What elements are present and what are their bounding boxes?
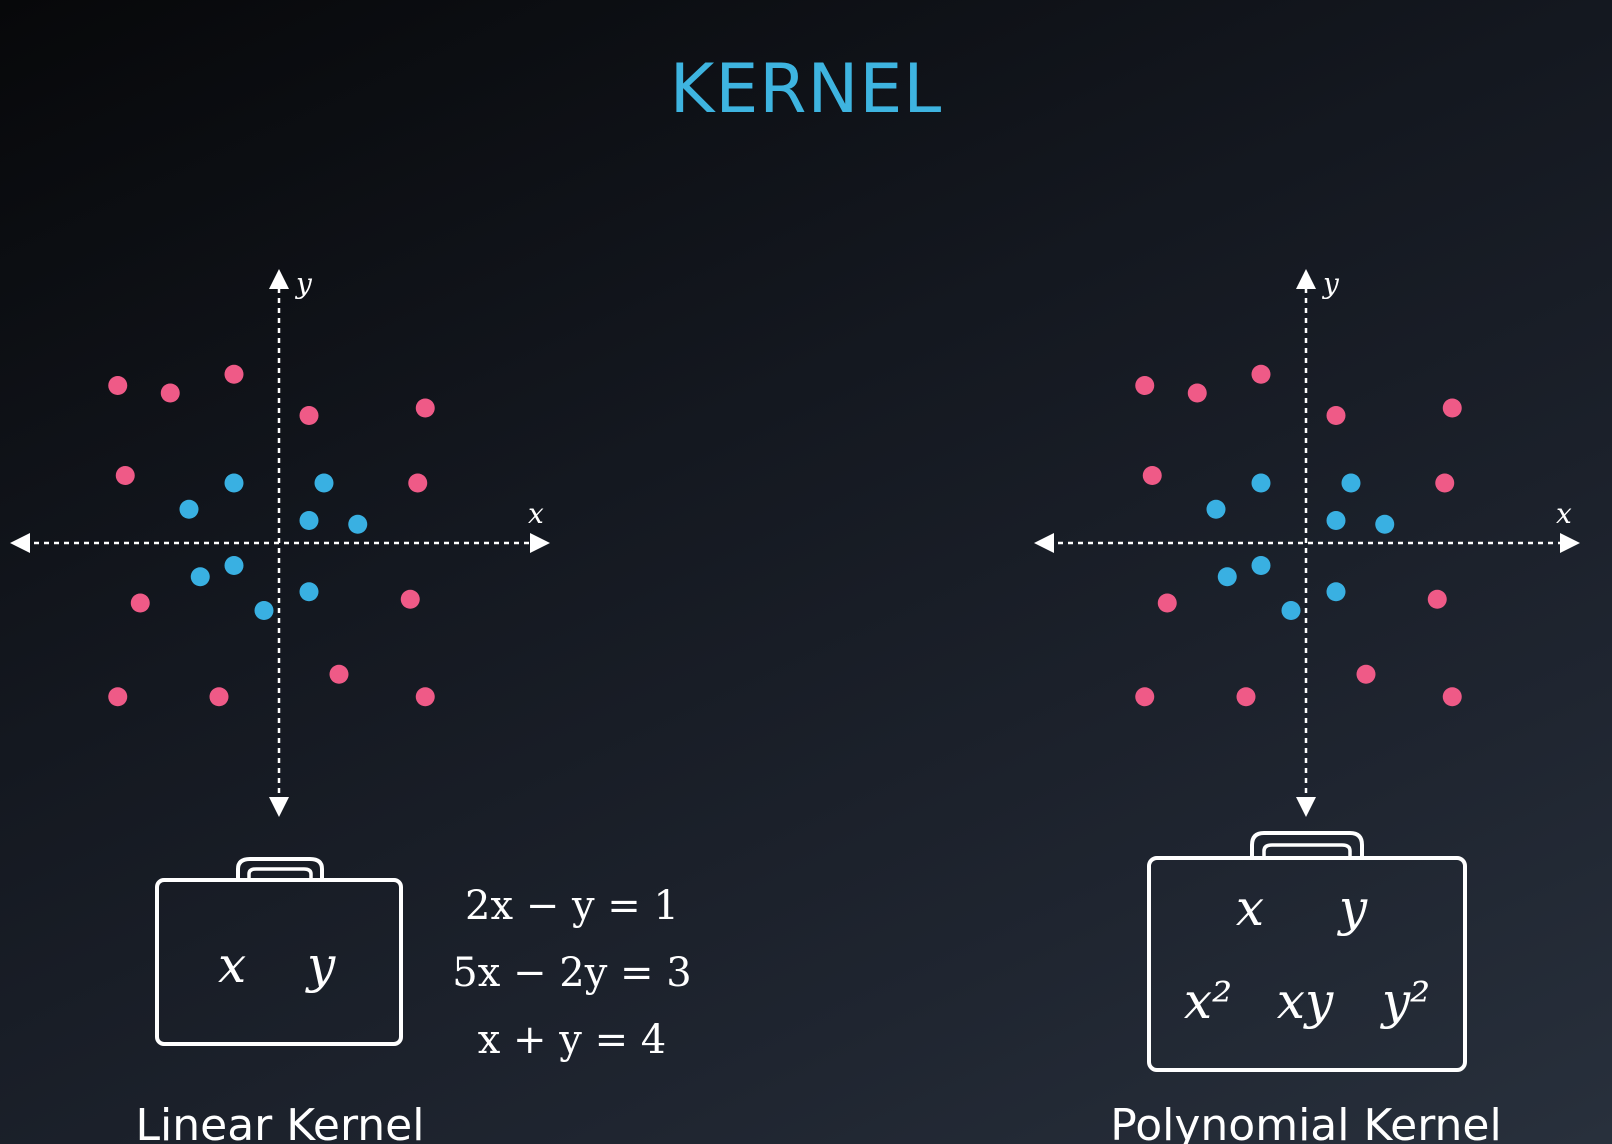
blue-point (1375, 514, 1395, 534)
equation-2: 5x − 2y = 3 (452, 950, 691, 996)
blue-point (254, 601, 274, 620)
points-group (1135, 364, 1462, 707)
pink-point (108, 687, 128, 707)
blue-point (224, 556, 244, 575)
pink-point (108, 376, 128, 395)
briefcase-handle-inner (1262, 843, 1352, 858)
briefcase-handle-inner (247, 867, 313, 880)
blue-point (190, 567, 210, 587)
blue-point (1251, 556, 1271, 575)
blue-point (1217, 567, 1237, 587)
pink-point (1157, 593, 1177, 613)
pink-point (299, 406, 319, 425)
blue-point (224, 473, 244, 493)
pink-point (1427, 589, 1447, 609)
pink-point (1187, 383, 1207, 403)
pink-point (1142, 466, 1162, 485)
pink-point (400, 589, 420, 609)
pink-point (130, 593, 150, 613)
points-group (108, 364, 435, 707)
pink-point (160, 383, 180, 403)
blue-point (299, 511, 319, 530)
blue-point (348, 514, 368, 534)
pink-point (408, 473, 428, 493)
pink-point (329, 664, 349, 684)
briefcase-handle (236, 857, 324, 880)
linear-var-x: x (218, 936, 246, 994)
pink-point (1135, 376, 1155, 395)
pink-point (1442, 398, 1462, 418)
briefcase-handle (1250, 831, 1364, 858)
blue-point (299, 582, 319, 602)
polynomial-kernel-box: x y x² xy y² (1147, 831, 1467, 1072)
pink-point (224, 364, 244, 384)
blue-point (1326, 511, 1346, 530)
pink-point (1236, 687, 1256, 707)
poly-var-y-squared: y² (1380, 972, 1430, 1030)
poly-var-x: x (1236, 879, 1264, 937)
linear-scatter-plot: x y (10, 267, 550, 817)
y-axis-label: y (294, 267, 313, 300)
blue-point (1251, 473, 1271, 493)
pink-point (115, 466, 135, 485)
equation-1: 2x − y = 1 (465, 883, 679, 929)
poly-var-xy: xy (1277, 972, 1334, 1030)
x-axis-label: x (528, 497, 544, 530)
pink-point (415, 687, 435, 707)
pink-point (1251, 364, 1271, 384)
polynomial-scatter-plot: x y (1034, 267, 1580, 817)
linear-var-y: y (305, 936, 336, 994)
equation-3: x + y = 4 (478, 1017, 667, 1063)
linear-kernel-caption: Linear Kernel (136, 1100, 425, 1144)
blue-point (1206, 499, 1226, 519)
linear-kernel-box: x y (155, 857, 403, 1046)
blue-point (1326, 582, 1346, 602)
pink-point (1135, 687, 1155, 707)
pink-point (1435, 473, 1455, 493)
pink-point (1442, 687, 1462, 707)
blue-point (314, 473, 334, 493)
y-axis-label: y (1321, 267, 1340, 300)
blue-point (179, 499, 199, 519)
page-title: KERNEL (669, 50, 943, 129)
linear-equations: 2x − y = 1 5x − 2y = 3 x + y = 4 (452, 883, 691, 1063)
briefcase-body (1147, 856, 1467, 1072)
poly-var-x-squared: x² (1184, 972, 1232, 1030)
blue-point (1281, 601, 1301, 620)
poly-var-y: y (1337, 879, 1368, 937)
blue-point (1341, 473, 1361, 493)
x-axis-label: x (1556, 497, 1572, 530)
pink-point (415, 398, 435, 418)
pink-point (209, 687, 229, 707)
briefcase-body (155, 878, 403, 1046)
pink-point (1356, 664, 1376, 684)
pink-point (1326, 406, 1346, 425)
polynomial-kernel-caption: Polynomial Kernel (1110, 1100, 1501, 1144)
